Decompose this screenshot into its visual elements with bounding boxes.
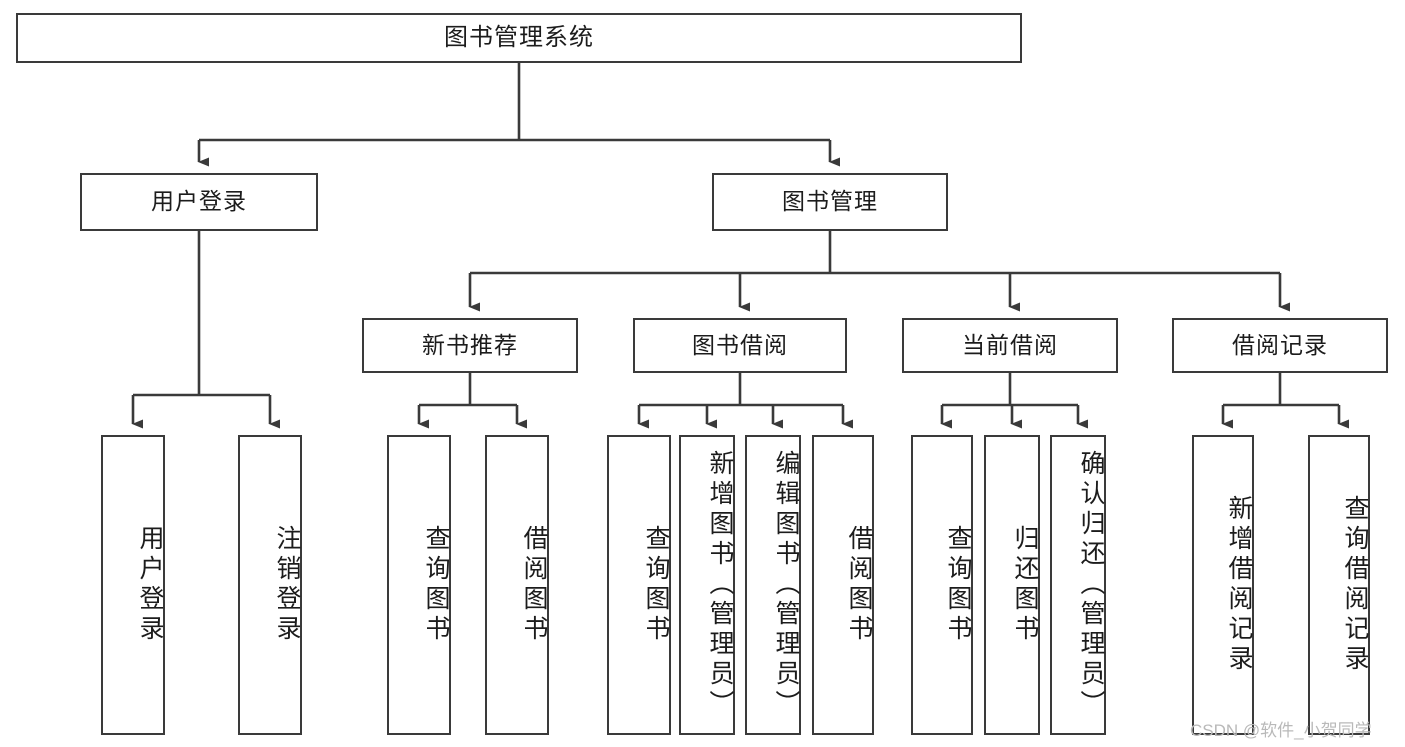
node-label: 借阅图书 — [520, 525, 548, 645]
node-leaf-add-borrow-record[interactable]: 新增借阅记录 — [1192, 435, 1254, 735]
node-label: 确认归还（管理员） — [1077, 450, 1105, 720]
node-label: 借阅图书 — [845, 525, 873, 645]
node-label: 新书推荐 — [422, 331, 518, 358]
node-label: 图书管理系统 — [444, 23, 594, 51]
node-label: 查询图书 — [642, 525, 670, 645]
node-leaf-borrow-book-rec[interactable]: 借阅图书 — [485, 435, 549, 735]
node-leaf-user-login[interactable]: 用户登录 — [101, 435, 165, 735]
node-borrow-record[interactable]: 借阅记录 — [1172, 318, 1388, 373]
node-label: 用户登录 — [151, 188, 247, 215]
node-leaf-logout[interactable]: 注销登录 — [238, 435, 302, 735]
node-leaf-edit-book-admin[interactable]: 编辑图书（管理员） — [745, 435, 801, 735]
node-leaf-borrow-book[interactable]: 借阅图书 — [812, 435, 874, 735]
node-leaf-add-book-admin[interactable]: 新增图书（管理员） — [679, 435, 735, 735]
csdn-watermark: CSDN @软件_小贺同学 — [1190, 721, 1372, 740]
node-leaf-return-book[interactable]: 归还图书 — [984, 435, 1040, 735]
node-label: 注销登录 — [273, 525, 301, 645]
node-label: 新增图书（管理员） — [706, 450, 734, 720]
node-label: 查询借阅记录 — [1341, 495, 1369, 675]
node-new-book-recommend[interactable]: 新书推荐 — [362, 318, 578, 373]
node-label: 查询图书 — [944, 525, 972, 645]
node-label: 用户登录 — [136, 525, 164, 645]
node-leaf-confirm-return-admin[interactable]: 确认归还（管理员） — [1050, 435, 1106, 735]
node-root[interactable]: 图书管理系统 — [16, 13, 1022, 63]
node-leaf-query-book-rec[interactable]: 查询图书 — [387, 435, 451, 735]
node-current-borrow[interactable]: 当前借阅 — [902, 318, 1118, 373]
node-label: 归还图书 — [1011, 525, 1039, 645]
node-label: 新增借阅记录 — [1225, 495, 1253, 675]
node-leaf-query-book-borrow[interactable]: 查询图书 — [607, 435, 671, 735]
node-label: 借阅记录 — [1232, 331, 1328, 358]
node-book-borrow[interactable]: 图书借阅 — [633, 318, 847, 373]
node-user-login[interactable]: 用户登录 — [80, 173, 318, 231]
node-book-manage[interactable]: 图书管理 — [712, 173, 948, 231]
node-label: 编辑图书（管理员） — [772, 450, 800, 720]
node-label: 查询图书 — [422, 525, 450, 645]
node-label: 图书借阅 — [692, 331, 788, 358]
node-leaf-query-borrow-record[interactable]: 查询借阅记录 — [1308, 435, 1370, 735]
node-label: 当前借阅 — [962, 331, 1058, 358]
node-label: 图书管理 — [782, 188, 878, 215]
node-leaf-query-book-current[interactable]: 查询图书 — [911, 435, 973, 735]
